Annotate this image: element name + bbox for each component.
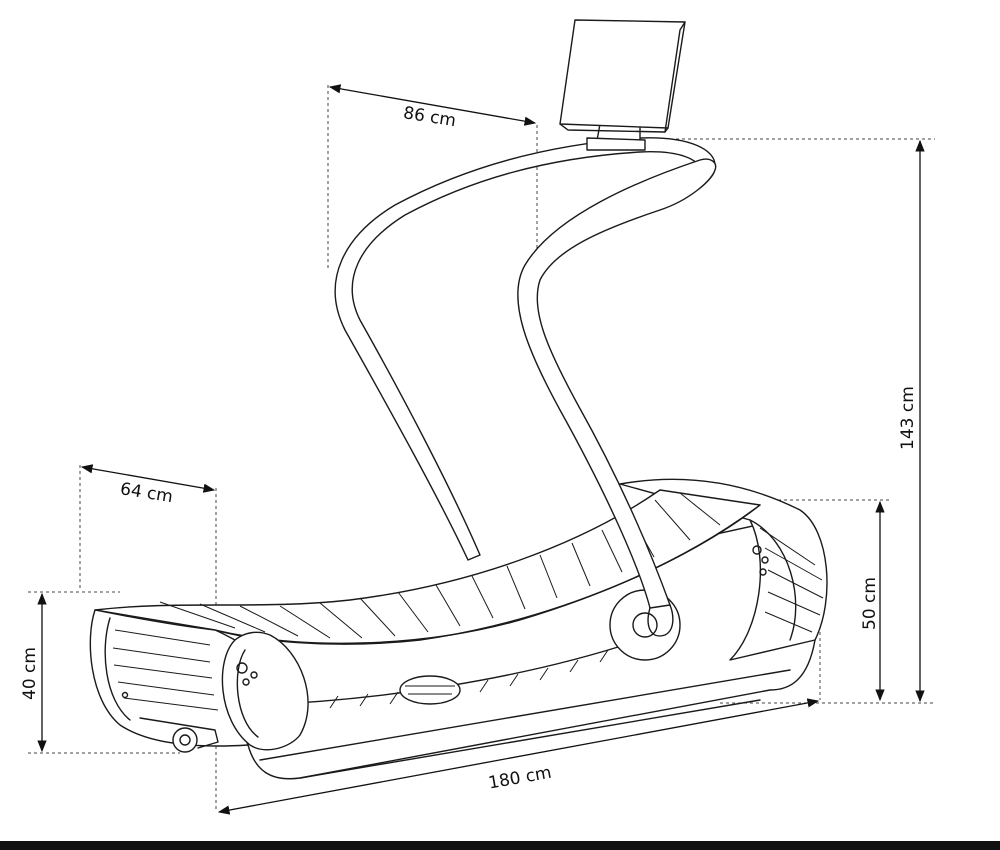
front-side-plate <box>221 631 309 751</box>
dimension-height-front: 40 cm <box>20 592 47 753</box>
console <box>559 19 686 151</box>
dimension-depth-top: 86 cm <box>328 84 537 131</box>
label-height-total: 143 cm <box>898 386 918 450</box>
rear-housing <box>619 478 828 661</box>
flywheel <box>399 675 461 705</box>
label-height-rear: 50 cm <box>860 577 880 630</box>
dimension-height-total: 143 cm <box>898 139 925 703</box>
running-deck <box>94 489 761 645</box>
dimension-height-rear: 50 cm <box>860 500 885 702</box>
label-height-front: 40 cm <box>20 647 40 700</box>
handlebar-near-rail <box>517 158 717 609</box>
front-wheel <box>139 717 219 753</box>
rear-hub <box>609 589 681 661</box>
treadmill-illustration <box>89 19 828 780</box>
console-screen <box>559 19 686 129</box>
dimension-width: 64 cm <box>80 464 216 507</box>
label-length: 180 cm <box>487 763 553 794</box>
extension-lines <box>28 85 935 810</box>
footer-bar <box>0 841 1000 850</box>
label-width: 64 cm <box>119 479 174 507</box>
